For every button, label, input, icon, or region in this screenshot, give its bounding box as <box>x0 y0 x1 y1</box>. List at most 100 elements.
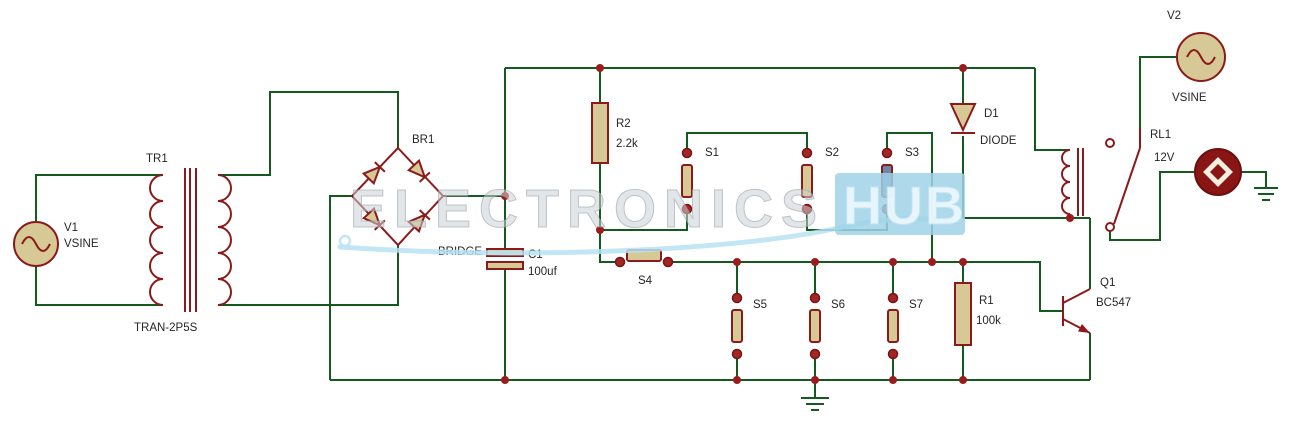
switch-actuator[interactable] <box>731 309 743 343</box>
junction-dot <box>959 376 967 384</box>
diode-triangle <box>949 103 977 133</box>
wire-segment <box>1109 171 1195 241</box>
switch-actuator[interactable] <box>809 309 821 343</box>
relay-core <box>1077 148 1084 216</box>
s7-ref-label: S7 <box>909 299 923 311</box>
switch-terminal <box>614 256 626 268</box>
switch-s5[interactable] <box>731 292 743 360</box>
switch-terminal <box>809 348 821 360</box>
wire-segment <box>600 209 688 231</box>
switch-terminal <box>887 292 899 304</box>
diode-bar <box>373 219 386 231</box>
junction-dot <box>501 192 509 200</box>
relay-contact <box>1105 138 1115 148</box>
junction-dot <box>889 376 897 384</box>
v1-value-label: VSINE <box>64 238 99 250</box>
switch-terminal <box>881 147 893 159</box>
wire-segment <box>1241 171 1267 188</box>
switch-s4[interactable] <box>614 249 674 268</box>
switch-terminal <box>731 292 743 304</box>
junction-dot <box>959 258 967 266</box>
d1-value-label: DIODE <box>980 135 1017 147</box>
transformer-core <box>184 168 197 312</box>
wire-segment <box>599 163 620 263</box>
ground-symbol-bottom <box>801 397 829 411</box>
s6-ref-label: S6 <box>831 299 845 311</box>
v2-value-label: VSINE <box>1172 92 1207 104</box>
bridge-diode <box>361 206 386 231</box>
diode-triangle <box>361 165 382 186</box>
switch-terminal <box>681 203 693 215</box>
watermark: ELECTRONICS HUB <box>337 173 966 256</box>
switch-terminal <box>731 348 743 360</box>
rl1-relay <box>1061 128 1141 232</box>
v1-ac-source <box>13 221 59 267</box>
switch-terminal <box>681 147 693 159</box>
r2-resistor <box>591 102 609 164</box>
wire-segment <box>35 174 163 222</box>
switch-terminal <box>801 203 813 215</box>
relay-blade <box>1113 147 1141 225</box>
resistor-body <box>591 102 609 164</box>
labels: V1 VSINE TR1 TRAN-2P5S BR1 BRIDGE C1 100… <box>64 10 1207 334</box>
tr1-value-label: TRAN-2P5S <box>134 322 198 334</box>
wire-segment <box>218 91 399 176</box>
switch-actuator[interactable] <box>681 164 693 198</box>
diode-bar <box>418 209 431 221</box>
rl1-value-label: 12V <box>1154 152 1175 164</box>
r2-ref-label: R2 <box>616 118 631 130</box>
junction-dot <box>959 64 967 72</box>
d1-diode <box>949 103 977 134</box>
s5-ref-label: S5 <box>753 299 767 311</box>
switch-terminal <box>801 147 813 159</box>
diode-bar <box>374 161 386 173</box>
wire-segment <box>329 195 352 380</box>
junction-dot <box>1066 214 1074 222</box>
switch-terminal <box>887 348 899 360</box>
r1-ref-label: R1 <box>979 295 994 307</box>
resistor-body <box>954 282 972 346</box>
emitter-arrow-icon <box>1078 324 1090 333</box>
bridge-outline <box>350 146 445 247</box>
wire-segment <box>686 132 808 153</box>
junction-dot <box>811 376 819 384</box>
r1-value-label: 100k <box>976 315 1001 327</box>
switch-s2[interactable] <box>801 147 813 215</box>
diode-triangle <box>406 158 427 179</box>
watermark-text-accent: HUB <box>843 176 966 236</box>
motor-load <box>1194 148 1242 196</box>
wire-segment <box>35 266 163 306</box>
d1-ref-label: D1 <box>984 108 999 120</box>
r2-value-label: 2.2k <box>616 138 638 150</box>
relay-contact <box>1105 222 1115 232</box>
diode-triangle <box>406 213 427 234</box>
secondary-winding <box>217 174 232 306</box>
switch-s7[interactable] <box>887 292 899 360</box>
wire-net <box>35 56 1267 398</box>
switch-actuator[interactable] <box>801 164 813 198</box>
s1-ref-label: S1 <box>705 147 719 159</box>
bridge-diode <box>361 161 386 186</box>
tr1-ref-label: TR1 <box>146 153 168 165</box>
junction-dot <box>733 258 741 266</box>
relay-coil <box>1061 149 1071 215</box>
switch-s1[interactable] <box>681 147 693 215</box>
s2-ref-label: S2 <box>825 147 839 159</box>
ground-bars <box>801 397 829 411</box>
junction-dots <box>501 64 1074 384</box>
r1-resistor <box>954 282 972 346</box>
v1-ref-label: V1 <box>64 222 78 234</box>
switch-s6[interactable] <box>809 292 821 360</box>
watermark-swoosh-dot <box>338 234 352 248</box>
v2-ref-label: V2 <box>1167 10 1181 22</box>
diode-triangle <box>361 206 382 227</box>
ground-symbol-right <box>1254 187 1278 201</box>
switch-actuator[interactable] <box>887 309 899 343</box>
junction-dot <box>928 258 936 266</box>
rl1-ref-label: RL1 <box>1150 129 1171 141</box>
q1-transistor <box>1062 288 1091 334</box>
q1-value-label: BC547 <box>1096 297 1131 309</box>
v2-ac-source <box>1176 32 1226 82</box>
diode-bar <box>418 171 431 183</box>
